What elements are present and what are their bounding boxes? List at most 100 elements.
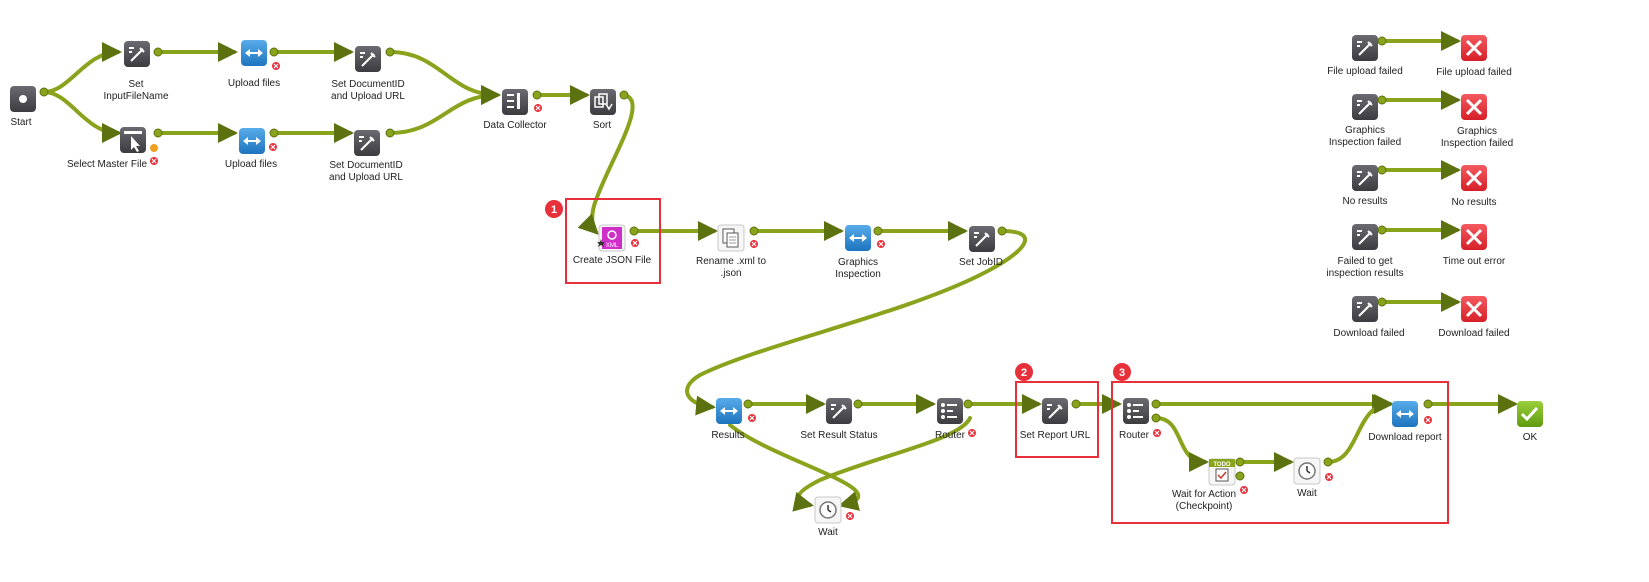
file-upload-failed-end-node[interactable] xyxy=(1461,35,1487,61)
pen-icon xyxy=(1357,302,1373,317)
download-report-label: Download report xyxy=(1368,432,1442,443)
rename-xml-label: Rename .xml to .json xyxy=(695,256,767,279)
download-report-node[interactable] xyxy=(1392,401,1418,427)
wait-for-action-node[interactable]: TODO xyxy=(1208,458,1236,486)
error-end-label: Time out error xyxy=(1442,256,1506,267)
error-port-icon xyxy=(272,62,280,70)
data-collector-label: Data Collector xyxy=(483,120,547,131)
select-master-file-node[interactable] xyxy=(120,127,146,153)
time-out-error-end-node[interactable] xyxy=(1461,224,1487,250)
pen-icon xyxy=(831,404,847,419)
set-docid-1-label: Set DocumentID and Upload URL xyxy=(331,79,405,102)
pen-icon xyxy=(129,47,145,62)
pen-icon xyxy=(974,232,990,247)
connectors xyxy=(42,31,1518,512)
sort-node[interactable] xyxy=(590,89,616,115)
set-docid-2-node[interactable] xyxy=(354,130,380,156)
ok-label: OK xyxy=(1522,432,1538,443)
create-json-node[interactable]: XML xyxy=(597,224,626,252)
error-port-icon xyxy=(968,429,976,437)
set-jobid-label: Set JobID xyxy=(959,257,1003,268)
pen-icon xyxy=(1357,230,1373,245)
connector[interactable] xyxy=(42,42,122,94)
no-results-end-node[interactable] xyxy=(1461,165,1487,191)
router-2-node[interactable] xyxy=(1123,398,1149,424)
graphics-inspection-failed-end-node[interactable] xyxy=(1461,94,1487,120)
rename-xml-node[interactable] xyxy=(717,224,745,252)
clock-icon xyxy=(1298,462,1316,480)
error-port-icon xyxy=(1424,416,1432,424)
connector[interactable] xyxy=(388,50,501,105)
xml-icon-text: XML xyxy=(606,243,619,249)
graphics-inspection-failed-source-node[interactable] xyxy=(1352,94,1378,120)
set-result-status-node[interactable] xyxy=(826,398,852,424)
connector[interactable] xyxy=(1326,394,1394,464)
transfer-arrows-icon xyxy=(245,49,263,57)
graphics-inspection-node[interactable] xyxy=(845,225,871,251)
error-port-icon xyxy=(846,512,854,520)
error-port-icon xyxy=(269,143,277,151)
set-inputfilename-label: Set InputFileName xyxy=(103,79,169,102)
error-source-label: File upload failed xyxy=(1327,66,1403,77)
error-end-label: File upload failed xyxy=(1436,67,1512,78)
connector[interactable] xyxy=(728,423,861,511)
error-port-icon xyxy=(1153,429,1161,437)
router-1-node[interactable] xyxy=(937,398,963,424)
download-failed-source-node[interactable] xyxy=(1352,296,1378,322)
connector[interactable] xyxy=(577,93,635,235)
wait-2-node[interactable] xyxy=(1293,457,1321,485)
connector[interactable] xyxy=(42,90,122,143)
x-icon xyxy=(1465,169,1483,187)
highlight-box-1 xyxy=(565,198,661,284)
connector[interactable] xyxy=(792,416,972,512)
ok-node[interactable] xyxy=(1517,401,1543,427)
file-upload-failed-source-node[interactable] xyxy=(1352,35,1378,61)
highlight-boxes xyxy=(565,198,1449,524)
download-failed-end-node[interactable] xyxy=(1461,296,1487,322)
error-end-label: Graphics Inspection failed xyxy=(1440,126,1514,149)
document-copy-icon xyxy=(722,228,739,248)
data-collector-node[interactable] xyxy=(502,89,528,115)
badge-1-label: 1 xyxy=(551,204,557,216)
results-node[interactable] xyxy=(716,398,742,424)
set-docid-1-node[interactable] xyxy=(355,46,381,72)
wait-1-node[interactable] xyxy=(814,496,842,524)
error-port-icon xyxy=(877,240,885,248)
highlight-box-2 xyxy=(1015,381,1099,458)
error-port-icon xyxy=(631,239,639,247)
set-report-url-node[interactable] xyxy=(1042,398,1068,424)
x-icon xyxy=(1465,228,1483,246)
error-end-nodes xyxy=(1461,35,1487,322)
error-flow-source-nodes xyxy=(1352,35,1378,322)
upload-files-2-node[interactable] xyxy=(239,128,265,154)
failed-to-get-results-source-node[interactable] xyxy=(1352,224,1378,250)
router-icon xyxy=(941,403,957,419)
set-jobid-node[interactable] xyxy=(969,226,995,252)
collector-icon xyxy=(507,93,520,109)
error-source-label: No results xyxy=(1342,196,1388,207)
error-port-icon xyxy=(1240,486,1248,494)
start-node[interactable] xyxy=(10,86,36,112)
results-label: Results xyxy=(711,430,745,441)
checkmark-icon xyxy=(1520,406,1539,422)
pen-icon xyxy=(359,136,375,151)
set-inputfilename-node[interactable] xyxy=(124,41,150,67)
warning-icon xyxy=(150,144,158,152)
error-end-label: No results xyxy=(1451,197,1497,208)
graphics-inspection-label: Graphics Inspection xyxy=(835,257,881,280)
connector[interactable] xyxy=(1154,416,1209,472)
x-icon xyxy=(1465,98,1483,116)
start-label: Start xyxy=(10,117,32,128)
upload-files-1-node[interactable] xyxy=(241,40,267,66)
wait-for-action-label: Wait for Action (Checkpoint) xyxy=(1171,489,1237,512)
error-port-icon xyxy=(750,240,758,248)
transfer-arrows-icon xyxy=(243,137,261,145)
cursor-icon xyxy=(124,131,142,152)
checkbox-icon xyxy=(1215,468,1229,482)
router-2-label: Router xyxy=(1118,430,1150,441)
no-results-source-node[interactable] xyxy=(1352,165,1378,191)
highlight-box-3 xyxy=(1111,381,1449,524)
badge-3 xyxy=(1113,363,1131,381)
connector[interactable] xyxy=(685,229,1027,416)
connector[interactable] xyxy=(388,85,501,135)
